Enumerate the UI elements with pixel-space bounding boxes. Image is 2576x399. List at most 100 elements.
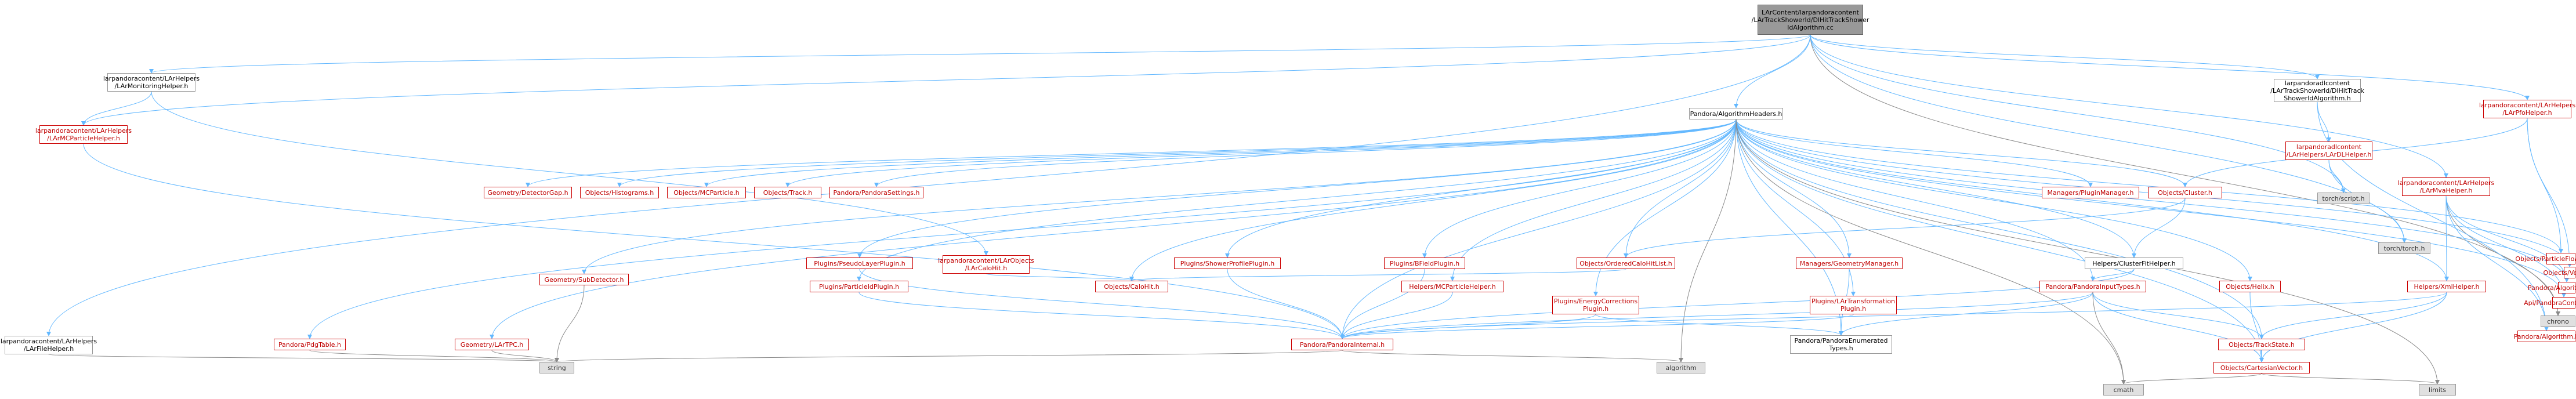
edge-bfield-plugin-to-pandora-internal: [1340, 269, 1425, 339]
edge-algorithm-headers-to-objects-helix: [1736, 119, 2252, 281]
edge-xml-helper-to-track-state: [2259, 292, 2447, 339]
edge-mva-helper-to-pandora-content-api: [2445, 195, 2566, 298]
node-objects-helix[interactable]: Objects/Helix.h: [2219, 281, 2281, 292]
node-particle-flow-object[interactable]: Objects/ParticleFlowObject.h: [2515, 253, 2576, 264]
edge-pandora-input-types-to-pandora-internal: [1340, 292, 2093, 339]
edge-dl-track-shower-alg-to-dl-helper: [2317, 101, 2331, 142]
edge-ordered-calo-hit-list-to-objects-calo-hit: [1129, 269, 1626, 281]
node-lar-monitoring-helper[interactable]: larpandoracontent/LArHelpers /LArMonitor…: [103, 73, 200, 92]
edge-cluster-fit-helper-to-pandora-input-types: [2090, 269, 2135, 281]
edge-pdg-table-to-string: [309, 350, 559, 362]
node-energy-corrections-plugin[interactable]: Plugins/EnergyCorrections Plugin.h: [1552, 296, 1639, 314]
edge-mva-helper-to-algorithm-tool: [2445, 195, 2569, 282]
edge-algorithm-headers-to-pandora-internal: [1340, 119, 1737, 339]
node-lar-calo-hit[interactable]: larpandoracontent/LArObjects /LArCaloHit…: [938, 255, 1034, 274]
node-objects-histograms[interactable]: Objects/Histograms.h: [580, 187, 659, 198]
edge-lar-calo-hit-to-objects-calo-hit: [986, 273, 1134, 281]
node-objects-mc-particle[interactable]: Objects/MCParticle.h: [667, 187, 746, 198]
edge-shower-profile-plugin-to-pandora-internal: [1227, 269, 1345, 339]
edge-monitoring-helper-to-lar-calo-hit: [151, 91, 988, 256]
edge-algorithm-headers-to-geometry-detector-gap: [526, 119, 1737, 187]
edge-algorithm-headers-to-cmath: [1736, 119, 2126, 385]
node-mc-particle-helper-pandora[interactable]: Helpers/MCParticleHelper.h: [1401, 281, 1503, 292]
node-objects-calo-hit[interactable]: Objects/CaloHit.h: [1095, 281, 1168, 292]
node-limits[interactable]: limits: [2419, 384, 2456, 396]
node-geometry-manager[interactable]: Managers/GeometryManager.h: [1796, 257, 1903, 269]
node-cluster-fit-helper[interactable]: Helpers/ClusterFitHelper.h: [2085, 257, 2183, 269]
edge-sub-detector-to-string: [555, 285, 585, 362]
node-pdg-table[interactable]: Pandora/PdgTable.h: [274, 339, 346, 350]
node-sub-detector[interactable]: Geometry/SubDetector.h: [539, 274, 629, 285]
edge-pandora-input-types-to-track-state: [2092, 292, 2264, 339]
node-algorithm[interactable]: algorithm: [1657, 362, 1705, 373]
edge-mva-helper-to-pandora-algorithm: [2445, 195, 2549, 331]
node-geometry-lar-tpc[interactable]: Geometry/LArTPC.h: [455, 339, 529, 350]
edge-algorithm-headers-to-cartesian-vector: [1736, 119, 2264, 362]
node-lar-mva-helper[interactable]: larpandoracontent/LArHelpers /LArMvaHelp…: [2398, 177, 2494, 196]
edge-root-to-mc-particle-helper: [81, 34, 1811, 126]
node-lar-mc-particle-helper[interactable]: larpandoracontent/LArHelpers /LArMCParti…: [35, 125, 132, 144]
node-pandora-algorithm[interactable]: Pandora/Algorithm.h: [2514, 331, 2576, 342]
edge-cartesian-vector-to-limits: [2261, 373, 2440, 385]
node-chrono[interactable]: chrono: [2541, 315, 2575, 327]
node-lar-transformation-plugin[interactable]: Plugins/LArTransformation Plugin.h: [1810, 296, 1897, 314]
node-string[interactable]: string: [539, 362, 574, 373]
node-lar-file-helper[interactable]: larpandoracontent/LArHelpers /LArFileHel…: [1, 336, 97, 354]
edge-lar-tpc-to-string: [491, 350, 559, 362]
node-root-dl-hit-track-shower-id-algorithm-cc[interactable]: LArContent/larpandoracontent /LArTrackSh…: [1752, 5, 1869, 35]
edge-algorithm-headers-to-algorithm: [1679, 119, 1737, 362]
node-objects-track-state[interactable]: Objects/TrackState.h: [2218, 339, 2305, 350]
edge-cartesian-vector-to-cmath: [2121, 373, 2262, 385]
node-xml-helper[interactable]: Helpers/XmlHelper.h: [2407, 281, 2486, 292]
node-lar-pfo-helper[interactable]: larpandoracontent/LArHelpers /LArPfoHelp…: [2479, 100, 2575, 118]
node-lar-dl-helper[interactable]: larpandoradlcontent /LArHelpers/LArDLHel…: [2285, 142, 2372, 160]
edge-dl-track-shower-alg-to-pandora-algorithm: [2317, 101, 2549, 331]
node-pandora-input-types[interactable]: Pandora/PandoraInputTypes.h: [2039, 281, 2146, 292]
node-objects-vertex[interactable]: Objects/Vertex.h: [2543, 267, 2576, 278]
node-pseudo-layer-plugin[interactable]: Plugins/PseudoLayerPlugin.h: [806, 257, 913, 269]
node-objects-track[interactable]: Objects/Track.h: [754, 187, 821, 198]
edge-algorithm-headers-to-objects-calo-hit: [1129, 119, 1737, 281]
node-pandora-algorithm-tool[interactable]: Pandora/AlgorithmTool.h: [2528, 282, 2576, 293]
edge-algorithm-headers-to-algorithm-tool: [1736, 119, 2569, 282]
node-particle-id-plugin[interactable]: Plugins/ParticleIdPlugin.h: [810, 281, 908, 292]
node-geometry-detector-gap[interactable]: Geometry/DetectorGap.h: [484, 187, 572, 198]
node-torch-torch[interactable]: torch/torch.h: [2378, 242, 2430, 254]
node-dl-hit-track-shower-id-algorithm-h[interactable]: larpandoradlcontent /LArTrackShowerId/Dl…: [2270, 79, 2364, 102]
node-objects-cluster[interactable]: Objects/Cluster.h: [2148, 187, 2222, 198]
edge-algorithm-headers-to-lar-transformation-plugin: [1736, 119, 1856, 296]
edge-root-to-torch-torch: [1810, 34, 2407, 243]
edge-xml-helper-to-pandora-internal: [1340, 292, 2447, 339]
node-shower-profile-plugin[interactable]: Plugins/ShowerProfilePlugin.h: [1174, 257, 1281, 269]
edge-algorithm-headers-to-energy-corrections-plugin: [1593, 119, 1737, 296]
node-pandora-settings[interactable]: Pandora/PandoraSettings.h: [829, 187, 923, 198]
node-bfield-plugin[interactable]: Plugins/BFieldPlugin.h: [1384, 257, 1465, 269]
edge-particle-id-plugin-to-pandora-internal: [858, 292, 1345, 339]
edge-dl-helper-to-torch-script: [2328, 159, 2346, 193]
edge-monitoring-helper-to-mc-particle-helper: [81, 91, 152, 126]
node-torch-script[interactable]: torch/script.h: [2317, 193, 2370, 204]
edge-pandora-input-types-to-cartesian-vector: [2092, 292, 2264, 362]
node-pandora-content-api[interactable]: Api/PandoraContentApi.h: [2524, 297, 2576, 309]
edge-root-to-monitoring-helper: [149, 34, 1811, 74]
edge-root-to-dl-track-shower-alg: [1810, 34, 2320, 79]
edge-algorithm-headers-to-pdg-table: [307, 119, 1737, 339]
node-pandora-internal[interactable]: Pandora/PandoraInternal.h: [1291, 339, 1393, 350]
edge-algorithm-headers-to-bfield-plugin: [1422, 119, 1737, 258]
edge-algorithm-headers-to-lar-tpc: [490, 119, 1737, 339]
edge-algorithm-headers-to-limits: [1736, 119, 2440, 385]
edge-pfo-helper-to-objects-vertex: [2527, 118, 2572, 267]
node-plugin-manager[interactable]: Managers/PluginManager.h: [2042, 187, 2139, 198]
edge-algorithm-headers-to-particle-id-plugin: [857, 119, 1737, 281]
node-algorithm-headers[interactable]: Pandora/AlgorithmHeaders.h: [1689, 108, 1783, 119]
node-ordered-calo-hit-list[interactable]: Objects/OrderedCaloHitList.h: [1577, 257, 1675, 269]
node-pandora-enumerated-types[interactable]: Pandora/PandoraEnumerated Types.h: [1790, 335, 1892, 354]
node-cmath[interactable]: cmath: [2103, 384, 2144, 396]
edge-pseudo-layer-plugin-to-pandora-internal: [859, 269, 1345, 339]
node-objects-cartesian-vector[interactable]: Objects/CartesianVector.h: [2213, 362, 2310, 373]
edge-algorithm-headers-to-plugin-manager: [1736, 119, 2093, 187]
edge-algorithm-headers-to-objects-cluster: [1736, 119, 2187, 187]
edge-root-to-pfo-helper: [1810, 34, 2530, 100]
edge-algorithm-headers-to-pandora-settings: [874, 119, 1737, 187]
